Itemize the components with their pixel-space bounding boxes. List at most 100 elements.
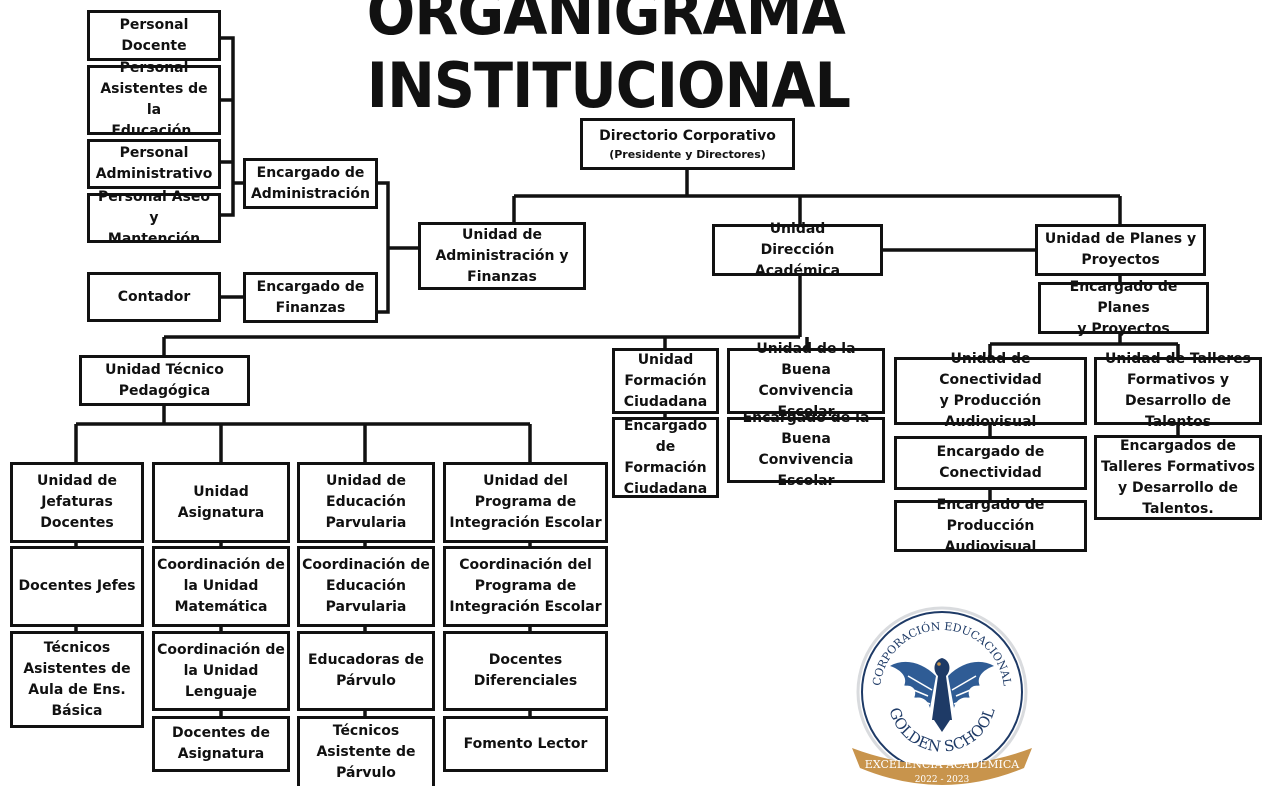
- personal-aseo-line: Mantención: [107, 230, 201, 247]
- personal-docente-line: Docente: [121, 37, 187, 54]
- encargado-planes-line: Encargado de Planes: [1069, 278, 1178, 316]
- unidad-talleres-line: Desarrollo de Talentos: [1125, 393, 1231, 430]
- personal-asistentes-line: Personal: [119, 60, 189, 76]
- node-docentes-jefes: Docentes Jefes: [10, 546, 144, 627]
- unidad-formacion-ciudadana-line: Unidad: [637, 351, 694, 368]
- unidad-conectividad-line: y Producción: [939, 393, 1042, 409]
- personal-docente-line: Personal: [119, 16, 189, 33]
- unidad-tecnico-pedagogica-line: Unidad Técnico: [105, 361, 224, 378]
- tecnicos-aula-line: Técnicos: [43, 639, 111, 656]
- tecnicos-aula-line: Aula de Ens.: [28, 681, 126, 698]
- contador-line: Contador: [117, 288, 191, 305]
- unidad-admin-finanzas-line: Finanzas: [467, 268, 537, 285]
- coord-matematica-line: Matemática: [174, 599, 268, 615]
- encargados-talleres-line: Encargados de: [1119, 437, 1236, 454]
- coord-matematica-line: la Unidad: [183, 578, 259, 594]
- encargados-talleres-line: Talleres Formativos: [1100, 458, 1255, 475]
- coord-lenguaje-line: Coordinación de: [157, 641, 285, 658]
- coord-parvularia-line: Parvularia: [325, 599, 407, 615]
- unidad-buena-convivencia-line: Escolar: [777, 404, 835, 420]
- coord-pie-line: Coordinación del: [459, 557, 592, 573]
- educadoras-parvulo-line: Educadoras de: [307, 652, 424, 668]
- encargado-buena-convivencia-line: Escolar: [777, 473, 835, 489]
- unidad-jefaturas-line: Unidad de: [36, 473, 117, 489]
- docentes-diferenciales-line: Docentes: [488, 652, 563, 668]
- unidad-pie-line: Programa de: [474, 494, 577, 510]
- encargado-formacion-ciudadana-line: Encargado: [623, 417, 708, 434]
- unidad-formacion-ciudadana-line: Formación: [624, 372, 707, 389]
- encargado-finanzas-line: Finanzas: [275, 299, 346, 316]
- coord-parvularia-line: Coordinación de: [302, 557, 430, 573]
- encargado-formacion-ciudadana-line: Ciudadana: [623, 480, 708, 497]
- docentes-jefes-line: Docentes Jefes: [18, 578, 136, 594]
- personal-administrativo-line: Personal: [119, 145, 189, 161]
- docentes-asignatura-line: Docentes de: [172, 725, 270, 741]
- unidad-jefaturas-line: Docentes: [40, 515, 114, 531]
- unidad-formacion-ciudadana-line: Ciudadana: [623, 393, 708, 410]
- unidad-admin-finanzas-line: Unidad de: [461, 226, 542, 243]
- encargado-finanzas-line: Encargado de: [256, 278, 365, 295]
- unidad-parvularia-line: Educación: [326, 494, 406, 510]
- unidad-parvularia-line: Parvularia: [325, 515, 407, 531]
- tecnicos-parvulo-line: Párvulo: [336, 765, 396, 781]
- directorio-subtitle: (Presidente y Directores): [609, 148, 766, 161]
- tecnicos-parvulo-line: Asistente de: [316, 744, 416, 760]
- coord-parvularia-line: Educación: [326, 578, 406, 594]
- directorio-title: Directorio Corporativo: [599, 128, 776, 144]
- unidad-buena-convivencia-line: Unidad de la Buena: [756, 341, 856, 378]
- personal-administrativo-line: Administrativo: [95, 166, 213, 182]
- encargado-conectividad-line: Conectividad: [939, 465, 1042, 481]
- unidad-planes-line: Unidad de Planes y: [1044, 231, 1197, 247]
- unidad-direccion-academica-line: Dirección Académica: [754, 241, 841, 279]
- golden-school-logo: CORPORACIÓN EDUCACIONAL GOLDEN SCHOOL EX…: [852, 606, 1032, 785]
- node-contador: Contador: [87, 272, 221, 322]
- encargado-formacion-ciudadana-line: de: [655, 438, 676, 455]
- coord-lenguaje-line: la Unidad: [183, 662, 259, 679]
- logo-motto-text: EXCELENCIA ACADÉMICA: [865, 757, 1020, 771]
- node-directorio-corporativo: Directorio Corporativo (Presidente y Dir…: [580, 118, 795, 170]
- encargado-conectividad-line: Encargado de: [936, 444, 1045, 460]
- node-fomento-lector: Fomento Lector: [443, 716, 608, 772]
- unidad-parvularia-line: Unidad de: [325, 473, 406, 489]
- encargados-talleres-line: Talentos.: [1142, 500, 1214, 517]
- personal-asistentes-line: Asistentes de la: [100, 81, 208, 118]
- coord-matematica-line: Coordinación de: [157, 557, 285, 573]
- unidad-asignatura-line: Asignatura: [177, 504, 265, 521]
- unidad-conectividad-line: Audiovisual: [944, 414, 1037, 430]
- unidad-jefaturas-line: Jefaturas: [41, 494, 113, 510]
- unidad-pie-line: Unidad del: [483, 473, 568, 489]
- unidad-asignatura-line: Unidad: [193, 483, 249, 500]
- unidad-pie-line: Integración Escolar: [449, 515, 602, 531]
- node-encargado-planes-proyectos: Encargado de Planes y Proyectos: [1038, 279, 1209, 337]
- tecnicos-parvulo-line: Técnicos: [332, 723, 400, 739]
- coord-pie-line: Integración Escolar: [449, 599, 602, 615]
- encargado-formacion-ciudadana-line: Formación: [624, 459, 707, 476]
- coord-lenguaje-line: Lenguaje: [184, 683, 258, 700]
- eagle-icon: [890, 658, 994, 732]
- node-encargado-finanzas: Encargado de Finanzas: [243, 272, 378, 323]
- encargado-buena-convivencia-line: Encargado de la: [742, 410, 870, 426]
- encargado-planes-line: y Proyectos: [1077, 320, 1170, 337]
